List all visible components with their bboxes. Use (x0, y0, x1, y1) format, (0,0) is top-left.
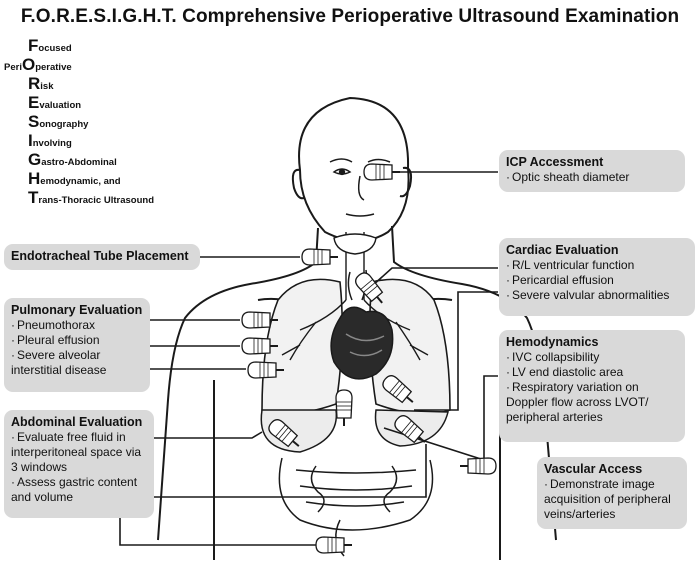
box-item: Evaluate free fluid in interperitoneal s… (11, 430, 147, 475)
lungs (261, 278, 451, 415)
box-item: R/L ventricular function (506, 258, 688, 273)
endotracheal-tube-box: Endotracheal Tube Placement (4, 244, 200, 270)
abdominal-evaluation-box: Abdominal Evaluation Evaluate free fluid… (4, 410, 154, 518)
box-item: Pleural effusion (11, 333, 143, 348)
probe-icon (315, 536, 353, 554)
acronym-line: Involving (28, 131, 72, 150)
face-features (329, 158, 391, 217)
acronym-line: PeriOperative (4, 55, 72, 74)
box-item: Severe alveolar interstitial disease (11, 348, 143, 378)
torso-outline (157, 225, 557, 560)
icp-assessment-box: ICP Accessment Optic sheath diameter (499, 150, 685, 192)
box-item: LV end diastolic area (506, 365, 678, 380)
box-item: Pneumothorax (11, 318, 143, 333)
box-title: Abdominal Evaluation (11, 415, 143, 429)
acronym-line: Trans-Thoracic Ultrasound (28, 188, 154, 207)
box-title: Pulmonary Evaluation (11, 303, 143, 317)
box-title: Vascular Access (544, 462, 643, 476)
acronym-line: Focused (28, 36, 72, 55)
probe-icon (335, 389, 353, 427)
cardiac-evaluation-box: Cardiac Evaluation R/L ventricular funct… (499, 238, 695, 316)
hemodynamics-box: Hemodynamics IVC collapsibility LV end d… (499, 330, 685, 442)
vascular-access-box: Vascular Access Demonstrate image acquis… (537, 457, 687, 529)
box-title: ICP Accessment (506, 155, 604, 169)
acronym-line: Evaluation (28, 93, 82, 112)
head-outline (291, 96, 413, 242)
box-title: Hemodynamics (506, 335, 599, 349)
probe-icon (301, 248, 339, 266)
box-item: Severe valvular abnormalities (506, 288, 688, 303)
box-item: Pericardial effusion (506, 273, 688, 288)
box-item: Assess gastric content and volume (11, 475, 147, 505)
box-item: Demonstrate image acquisition of periphe… (544, 477, 680, 522)
acronym-line: Risk (28, 74, 54, 93)
box-item: Respiratory variation on Doppler flow ac… (506, 380, 678, 425)
figure-title: F.O.R.E.S.I.G.H.T. Comprehensive Periope… (20, 6, 680, 27)
acronym-line: Sonography (28, 112, 89, 131)
box-item: IVC collapsibility (506, 350, 678, 365)
pulmonary-evaluation-box: Pulmonary Evaluation Pneumothorax Pleura… (4, 298, 150, 392)
box-item: Optic sheath diameter (506, 170, 678, 185)
probe-icon (363, 163, 401, 181)
probe-icon (459, 457, 497, 475)
acronym-line: Gastro-Abdominal (28, 150, 117, 169)
airway (281, 232, 429, 361)
acronym-line: Hemodynamic, and (28, 169, 121, 188)
box-title: Cardiac Evaluation (506, 243, 619, 257)
box-title: Endotracheal Tube Placement (11, 249, 189, 263)
